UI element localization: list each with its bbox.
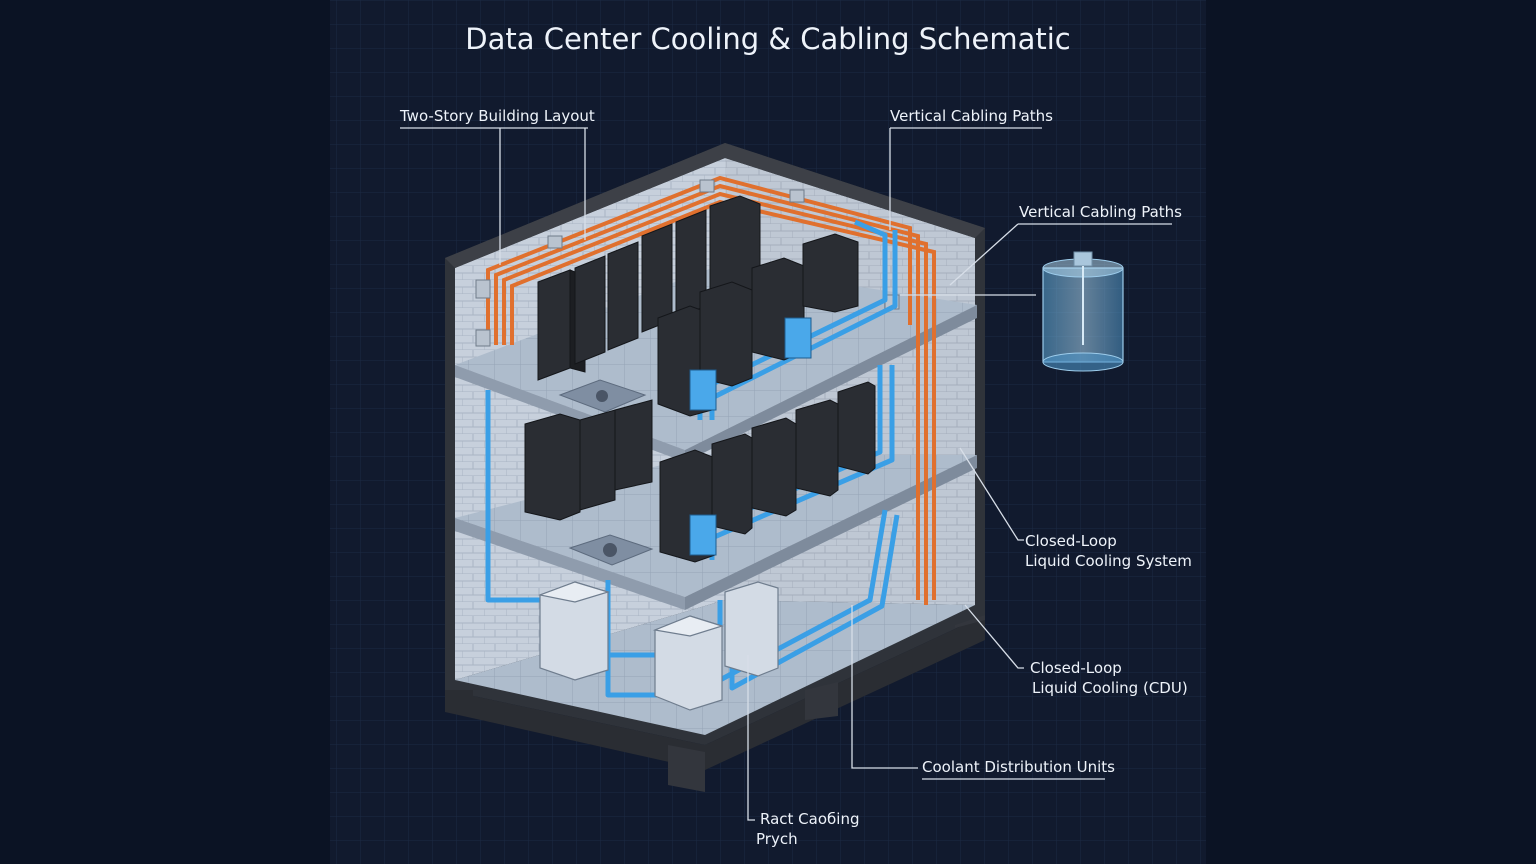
leader-rack-cabling: [747, 655, 755, 821]
label-rack-cabling-line1: Ract Caобing: [760, 810, 859, 828]
roof-rim: [445, 143, 985, 268]
coolant-distribution-units: [537, 581, 779, 711]
rack: [574, 255, 606, 365]
leg-mid: [805, 682, 838, 720]
leg-right: [955, 615, 985, 628]
rack: [711, 433, 753, 535]
tank-bottom: [1042, 352, 1124, 372]
rack: [802, 233, 859, 313]
vent-fan-upper: [596, 390, 608, 402]
rack-manifold-upper-1: [689, 369, 717, 411]
cdu-unit-3: [724, 581, 779, 677]
rack-row-middle-back: [524, 399, 653, 521]
rack: [524, 413, 581, 521]
leader-coolant-units: [851, 605, 1105, 780]
upper-floor-edge-side: [685, 305, 977, 462]
junction-box-1: [475, 279, 491, 299]
leader-closed-loop-2: [964, 604, 1024, 669]
diagram-title: Data Center Cooling & Cabling Schematic: [465, 22, 1071, 56]
leader-cabling-side: [949, 223, 1172, 286]
cable-tray-2: [494, 183, 920, 600]
label-coolant-distribution-units: Coolant Distribution Units: [922, 758, 1115, 776]
junction-box-2: [475, 329, 491, 347]
leader-closed-loop-1: [959, 447, 1024, 541]
junction-box-4: [699, 179, 715, 193]
rack: [579, 409, 616, 511]
label-closed-loop-system-line1: Closed-Loop: [1025, 532, 1117, 550]
cabling-paths: [486, 175, 936, 605]
label-vertical-cabling-top: Vertical Cabling Paths: [890, 107, 1053, 125]
rack: [795, 399, 839, 497]
rack-manifold-middle: [689, 514, 717, 556]
rack: [537, 269, 571, 381]
label-vertical-cabling-side: Vertical Cabling Paths: [1019, 203, 1182, 221]
coolant-riser-left: [485, 390, 540, 603]
rack: [751, 417, 797, 517]
cdu-unit-2-top: [652, 615, 725, 637]
label-closed-loop-cdu-line1: Closed-Loop: [1030, 659, 1122, 677]
cable-junctions: [475, 179, 900, 347]
label-building-layout: Two-Story Building Layout: [399, 107, 595, 125]
coolant-reservoir-tank: [1042, 251, 1124, 372]
callout-labels: Two-Story Building Layout Vertical Cabli…: [399, 107, 1192, 848]
vent-fan-lower: [603, 543, 617, 557]
label-rack-cabling-line2: Prych: [756, 830, 798, 848]
cable-tray-4: [510, 199, 936, 600]
leader-lines: [400, 127, 1172, 821]
rack: [614, 399, 653, 491]
base-slab: [445, 615, 985, 770]
leg-front: [668, 745, 705, 792]
tank-cap: [1073, 251, 1093, 267]
rack: [837, 381, 876, 475]
cable-tray-3: [502, 191, 928, 605]
rack-manifolds: [689, 317, 812, 556]
server-racks: [524, 195, 876, 563]
rack: [607, 241, 639, 351]
rack-manifold-upper-2: [784, 317, 812, 359]
middle-floor-edge-side: [685, 455, 977, 610]
junction-box-5: [789, 189, 805, 203]
label-closed-loop-system-line2: Liquid Cooling System: [1025, 552, 1192, 570]
middle-floor-edge-front: [455, 518, 685, 610]
leg-left: [445, 690, 473, 700]
cdu-unit-1-top: [537, 581, 611, 603]
junction-box-3: [547, 235, 563, 249]
label-closed-loop-cdu-line2: Liquid Cooling (CDU): [1032, 679, 1188, 697]
